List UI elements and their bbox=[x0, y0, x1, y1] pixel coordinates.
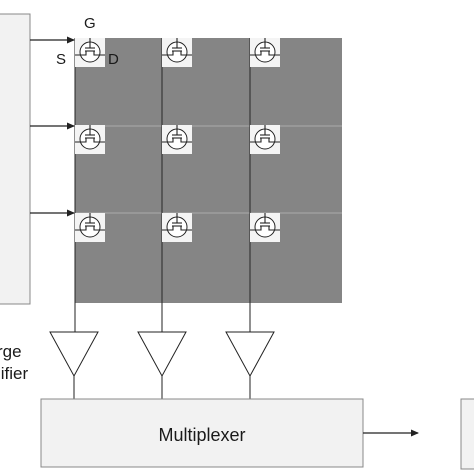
left-block-label-line1: rge bbox=[0, 342, 22, 361]
tft-switch-icon bbox=[250, 125, 280, 154]
amplifiers bbox=[49, 331, 275, 378]
drain-label: D bbox=[108, 51, 119, 68]
tft-switch-icon bbox=[162, 38, 192, 67]
tft-switch-icon bbox=[162, 125, 192, 154]
multiplexer-label: Multiplexer bbox=[158, 425, 245, 445]
tft-switch-icon bbox=[75, 213, 105, 242]
amplifier-2 bbox=[137, 331, 187, 378]
tft-switch-icon bbox=[250, 213, 280, 242]
amplifier-3 bbox=[225, 331, 275, 378]
source-label: S bbox=[56, 51, 66, 68]
gate-lines bbox=[30, 36, 75, 217]
output-block bbox=[460, 398, 474, 470]
charge-amplifier-block bbox=[0, 13, 31, 305]
tft-switch-icon bbox=[162, 213, 192, 242]
gate-label: G bbox=[84, 15, 96, 32]
left-block-label-line2: lifier bbox=[0, 364, 29, 383]
tft-switch-icon bbox=[250, 38, 280, 67]
pixel-array bbox=[74, 38, 342, 332]
array-background bbox=[75, 38, 342, 303]
transistor-grid bbox=[75, 38, 280, 242]
amplifier-1 bbox=[49, 331, 99, 378]
multiplexer-block bbox=[40, 398, 364, 468]
tft-switch-icon bbox=[75, 38, 105, 67]
tft-switch-icon bbox=[75, 125, 105, 154]
